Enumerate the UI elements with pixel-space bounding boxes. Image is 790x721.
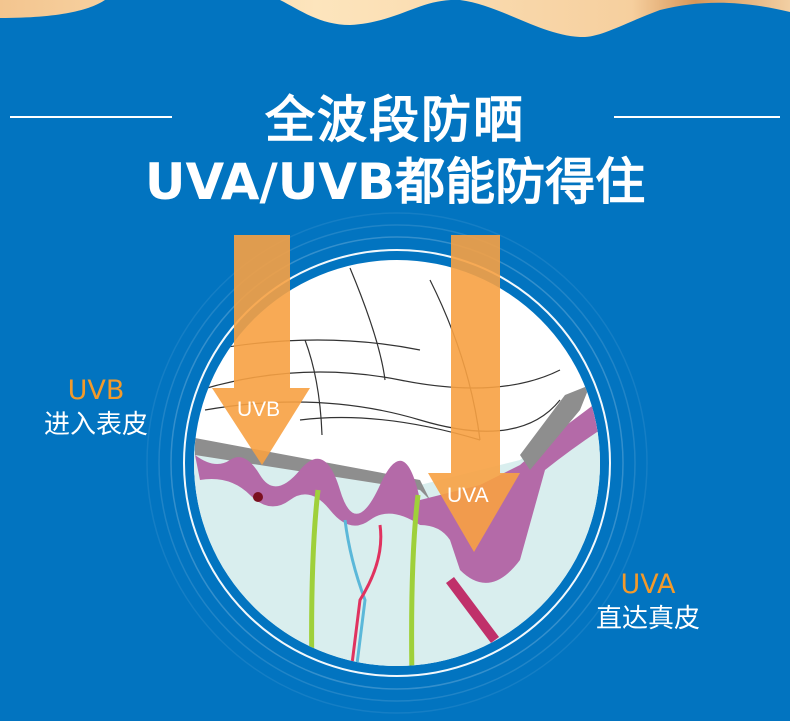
uvb-arrow-label: UVB xyxy=(237,398,281,421)
uvb-arrow xyxy=(212,235,310,465)
uvb-callout: UVB 进入表皮 xyxy=(44,374,148,442)
uvb-desc: 进入表皮 xyxy=(44,410,149,440)
headline-line1: 全波段防晒 xyxy=(265,91,525,149)
uva-title: UVA xyxy=(620,569,676,600)
uva-callout: UVA 直达真皮 xyxy=(596,568,700,636)
uva-arrow-label: UVA xyxy=(447,484,489,507)
halo-rings xyxy=(146,212,648,714)
uva-arrow xyxy=(428,235,520,552)
uva-desc: 直达真皮 xyxy=(596,604,701,634)
sand-wave xyxy=(0,0,790,38)
headline-line2: UVA/UVB都能防得住 xyxy=(144,153,646,211)
uvb-title: UVB xyxy=(67,375,125,406)
